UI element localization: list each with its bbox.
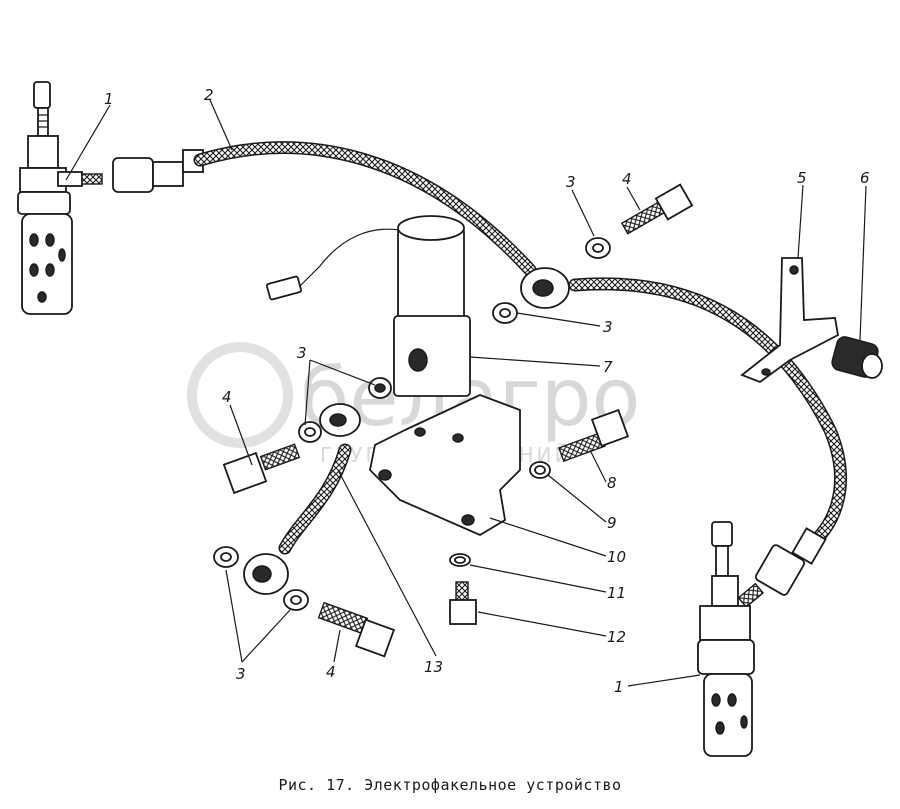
label-13: 13: [424, 658, 443, 676]
label-3-mid: 3: [603, 318, 613, 336]
label-7: 7: [603, 358, 613, 376]
label-1-upper: 1: [104, 90, 114, 108]
label-4-bottom: 4: [326, 663, 336, 681]
banjo-bolts: [222, 183, 694, 658]
part-labels: 1 2 3 4 5 6 3 7 3 4 8 9 10 11 12 13 3 4 …: [104, 86, 870, 696]
label-2: 2: [204, 86, 214, 104]
label-11: 11: [607, 584, 626, 602]
label-10: 10: [607, 548, 626, 566]
fuel-hose-long: [112, 141, 847, 596]
glow-plug-upper: [17, 81, 103, 315]
glow-plug-lower: [697, 521, 765, 757]
label-1-lower: 1: [614, 678, 624, 696]
washers: [213, 237, 611, 611]
clamp-and-nut: [740, 257, 883, 384]
label-4-left: 4: [222, 388, 232, 406]
figure-caption: Рис. 17. Электрофакельное устройство: [278, 776, 622, 794]
label-8: 8: [607, 474, 617, 492]
label-3-bottom: 3: [236, 665, 246, 683]
label-5: 5: [797, 169, 807, 187]
small-fasteners: [449, 408, 630, 625]
label-4-top: 4: [622, 170, 632, 188]
leader-lines: [65, 99, 867, 687]
label-3-top: 3: [566, 173, 576, 191]
label-12: 12: [607, 628, 626, 646]
fuel-hose-short: [243, 403, 361, 595]
label-6: 6: [860, 169, 870, 187]
mounting-bracket: [369, 394, 521, 537]
label-3-left: 3: [297, 344, 307, 362]
solenoid-valve: [266, 215, 471, 397]
label-9: 9: [607, 514, 617, 532]
